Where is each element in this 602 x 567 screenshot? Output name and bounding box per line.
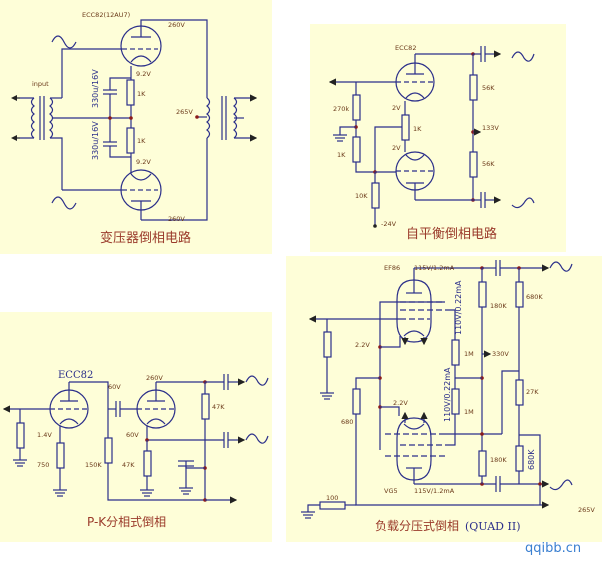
panel-pk-split bbox=[0, 312, 272, 542]
tube-vg5 bbox=[385, 411, 450, 484]
v-cathode1-label: 1.4V bbox=[37, 431, 52, 439]
supply-label: 265V bbox=[176, 108, 193, 116]
v-cathode-bottom-label: 2.2V bbox=[393, 399, 408, 407]
supply-label: 265V bbox=[578, 506, 595, 514]
input-label: input bbox=[32, 80, 49, 88]
r-cathode-label: 680 bbox=[341, 418, 353, 426]
tube-bottom-label: VG5 bbox=[384, 487, 398, 495]
r-ground-label: 1K bbox=[337, 151, 346, 159]
r-load-top-label: 180K bbox=[490, 302, 507, 310]
r-ground-label: 100 bbox=[326, 494, 338, 502]
cap-bottom-label: 330u/16V bbox=[91, 121, 100, 160]
r-screen-bottom-label: 1M bbox=[464, 408, 474, 416]
plate-voltage-bottom: 260V bbox=[168, 215, 185, 223]
caption-quad: 负载分压式倒相 bbox=[375, 519, 459, 533]
caption-transformer: 变压器倒相电路 bbox=[100, 230, 191, 246]
res-top-label: 1K bbox=[137, 90, 146, 98]
cap-top-label: 330u/16V bbox=[91, 69, 100, 108]
input-transformer bbox=[11, 95, 63, 190]
v-plate2-label: 260V bbox=[146, 374, 163, 382]
tube-bottom bbox=[395, 151, 435, 200]
quad-circuit: EF86 115V/1.2mA 110V/0.22mA 2.2V 180K 68… bbox=[301, 260, 595, 533]
r-cathode2-label: 47K bbox=[122, 461, 135, 469]
tube-label: ECC82 bbox=[395, 44, 416, 52]
caption-quad-latin: (QUAD II) bbox=[465, 520, 520, 533]
r-grid-label: 270k bbox=[333, 105, 349, 113]
caption-pk-split: P-K分相式倒相 bbox=[87, 515, 166, 529]
r-tail-label: 10K bbox=[355, 192, 368, 200]
tube-top bbox=[395, 54, 435, 102]
r-div2-label: 27K bbox=[526, 388, 539, 396]
tube-ef86 bbox=[396, 268, 450, 346]
caption-self-balance: 自平衡倒相电路 bbox=[406, 226, 497, 242]
cathode-voltage-top: 9.2V bbox=[136, 70, 151, 78]
panel-transformer bbox=[0, 0, 272, 254]
neg-supply-label: -24V bbox=[381, 220, 397, 228]
tube-2 bbox=[136, 382, 176, 429]
tube-label: ECC82 bbox=[58, 370, 93, 381]
v-cathode-top-label: 2.2V bbox=[355, 341, 370, 349]
tube-1 bbox=[49, 382, 89, 429]
v-cathode-top: 2V bbox=[392, 104, 401, 112]
pk-split-circuit: ECC82 60V 260V 1.4V 750 150K 60V 47K 47K… bbox=[2, 370, 269, 529]
watermark: qqibb.cn bbox=[525, 541, 582, 556]
supply-label: 133V bbox=[482, 124, 499, 132]
r-screen-top-label: 1M bbox=[464, 350, 474, 358]
r-plate1-label: 150K bbox=[85, 461, 102, 469]
tube-top bbox=[120, 25, 162, 67]
pot-label: 1K bbox=[413, 125, 422, 133]
tube-label: ECC82(12AU7) bbox=[82, 11, 130, 19]
v-cathode2-label: 60V bbox=[126, 431, 139, 439]
v-cathode-bottom: 2V bbox=[392, 144, 401, 152]
self-balance-circuit: ECC82 270k 1K 2V 1K 2V 10K -24V 56K 133V… bbox=[328, 44, 535, 242]
v-screen-label: 330V bbox=[492, 350, 509, 358]
transformer-circuit: ECC82(12AU7) 260V 9.2V 1K 1K 9.2V 260V i… bbox=[11, 11, 258, 246]
tube-bottom bbox=[120, 169, 162, 220]
plate-bottom-label: 115V/1.2mA bbox=[414, 487, 455, 495]
panel-quad bbox=[286, 256, 602, 542]
r-div1-label: 680K bbox=[526, 293, 543, 301]
r-plate-bottom-label: 56K bbox=[482, 160, 495, 168]
tube-top-label: EF86 bbox=[384, 264, 400, 272]
screen-top-label: 110V/0.22mA bbox=[454, 280, 463, 335]
r-plate-top-label: 56K bbox=[482, 84, 495, 92]
screen-bottom-label: 110V/0.22mA bbox=[443, 367, 452, 422]
r-div3-label: 680K bbox=[527, 449, 536, 470]
plate-top-label: 115V/1.2mA bbox=[414, 264, 455, 272]
r-load-bottom-label: 180K bbox=[490, 456, 507, 464]
v-plate1-label: 60V bbox=[108, 383, 121, 391]
r-cathode1-label: 750 bbox=[37, 461, 49, 469]
res-bottom-label: 1K bbox=[137, 137, 146, 145]
output-transformer bbox=[195, 94, 258, 142]
r-plate2-label: 47K bbox=[212, 403, 225, 411]
plate-voltage-top: 260V bbox=[168, 21, 185, 29]
cathode-voltage-bottom: 9.2V bbox=[136, 158, 151, 166]
